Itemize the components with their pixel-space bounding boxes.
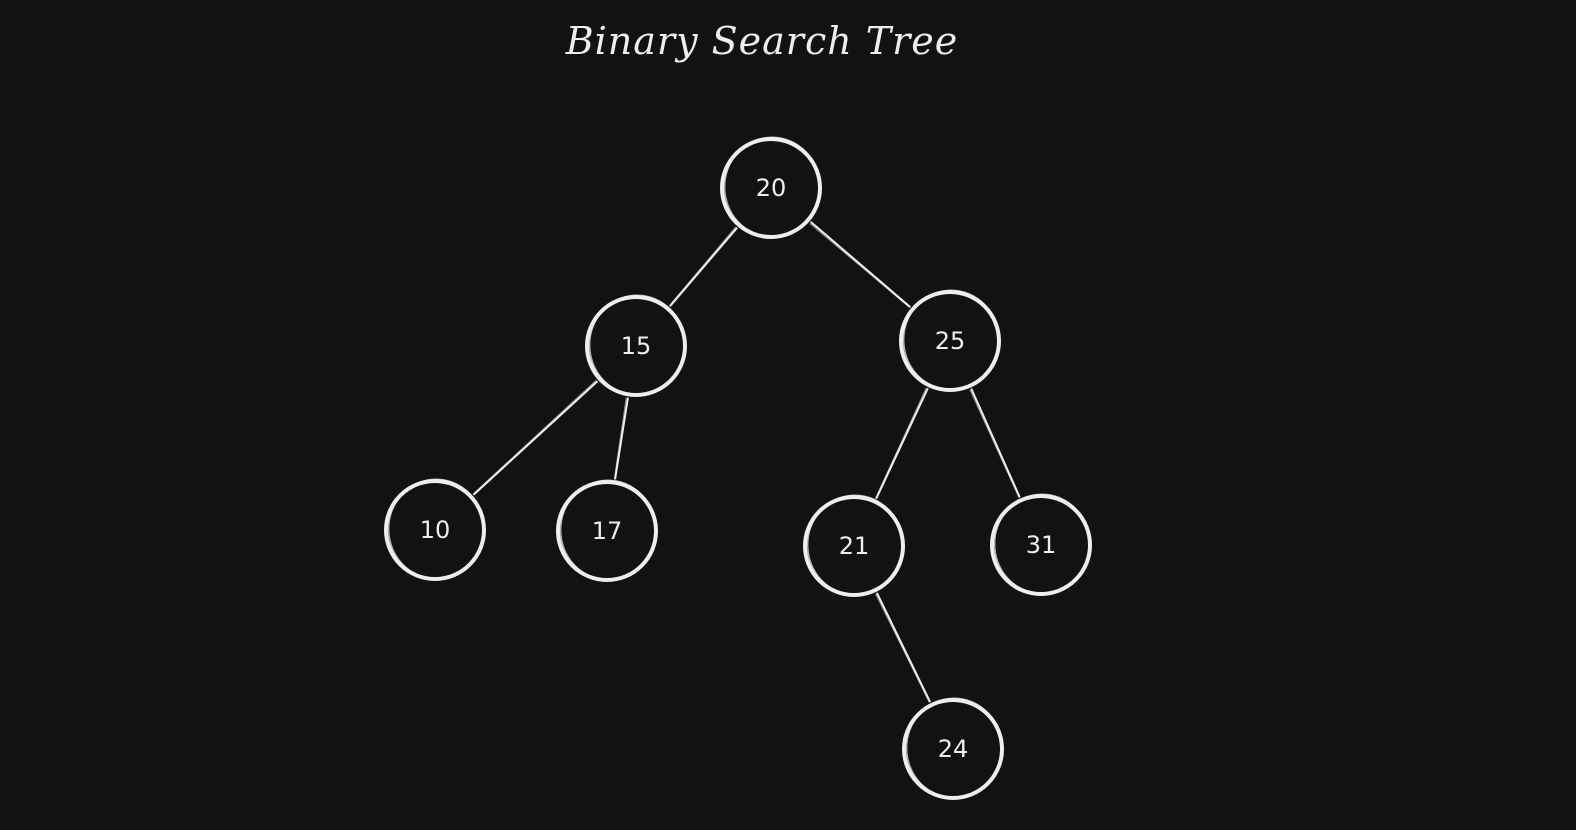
edge-20-15 bbox=[669, 226, 738, 307]
node-label: 24 bbox=[938, 735, 969, 763]
edge-line bbox=[614, 397, 629, 480]
node-label: 25 bbox=[935, 327, 966, 355]
node-circle-sketch bbox=[724, 136, 821, 238]
tree-node-20: 20 bbox=[720, 136, 822, 239]
node-label: 20 bbox=[756, 174, 787, 202]
node-label: 10 bbox=[420, 516, 451, 544]
edge-20-25 bbox=[809, 221, 911, 308]
edge-25-21 bbox=[875, 387, 929, 499]
edge-15-17 bbox=[613, 397, 629, 480]
edge-sketch-line bbox=[875, 593, 930, 703]
nodes-layer: 20 15 25 10 17 21 31 24 bbox=[384, 136, 1092, 800]
tree-node-24: 24 bbox=[902, 697, 1004, 800]
edge-sketch-line bbox=[809, 223, 910, 308]
edge-line bbox=[876, 592, 931, 703]
node-label: 17 bbox=[592, 517, 623, 545]
tree-node-10: 10 bbox=[384, 478, 486, 581]
edge-sketch-line bbox=[613, 397, 627, 479]
tree-node-15: 15 bbox=[585, 294, 687, 397]
edge-line bbox=[875, 388, 929, 499]
node-label: 15 bbox=[621, 332, 652, 360]
edge-sketch-line bbox=[875, 387, 927, 499]
edge-25-31 bbox=[969, 388, 1021, 498]
edge-line bbox=[669, 227, 738, 307]
tree-node-25: 25 bbox=[899, 289, 1001, 392]
node-circle-sketch bbox=[903, 289, 1000, 391]
edge-15-10 bbox=[473, 380, 598, 496]
node-label: 21 bbox=[839, 532, 870, 560]
node-circle-sketch bbox=[388, 478, 485, 580]
edge-sketch-line bbox=[669, 226, 736, 306]
node-circle-sketch bbox=[906, 697, 1003, 799]
node-circle-sketch bbox=[807, 494, 904, 596]
tree-node-17: 17 bbox=[556, 479, 658, 582]
tree-node-31: 31 bbox=[990, 493, 1092, 596]
edge-line bbox=[970, 388, 1021, 498]
node-circle-sketch bbox=[993, 493, 1091, 595]
node-circle-sketch bbox=[560, 479, 657, 581]
edge-sketch-line bbox=[969, 389, 1020, 498]
node-label: 31 bbox=[1026, 531, 1057, 559]
node-circle-sketch bbox=[589, 294, 686, 396]
edge-sketch-line bbox=[473, 380, 597, 495]
diagram-title: Binary Search Tree bbox=[565, 19, 959, 63]
edge-line bbox=[810, 221, 911, 308]
edge-21-24 bbox=[875, 592, 931, 703]
edges-layer bbox=[473, 221, 1021, 703]
tree-node-21: 21 bbox=[803, 494, 905, 597]
edge-line bbox=[473, 380, 598, 496]
